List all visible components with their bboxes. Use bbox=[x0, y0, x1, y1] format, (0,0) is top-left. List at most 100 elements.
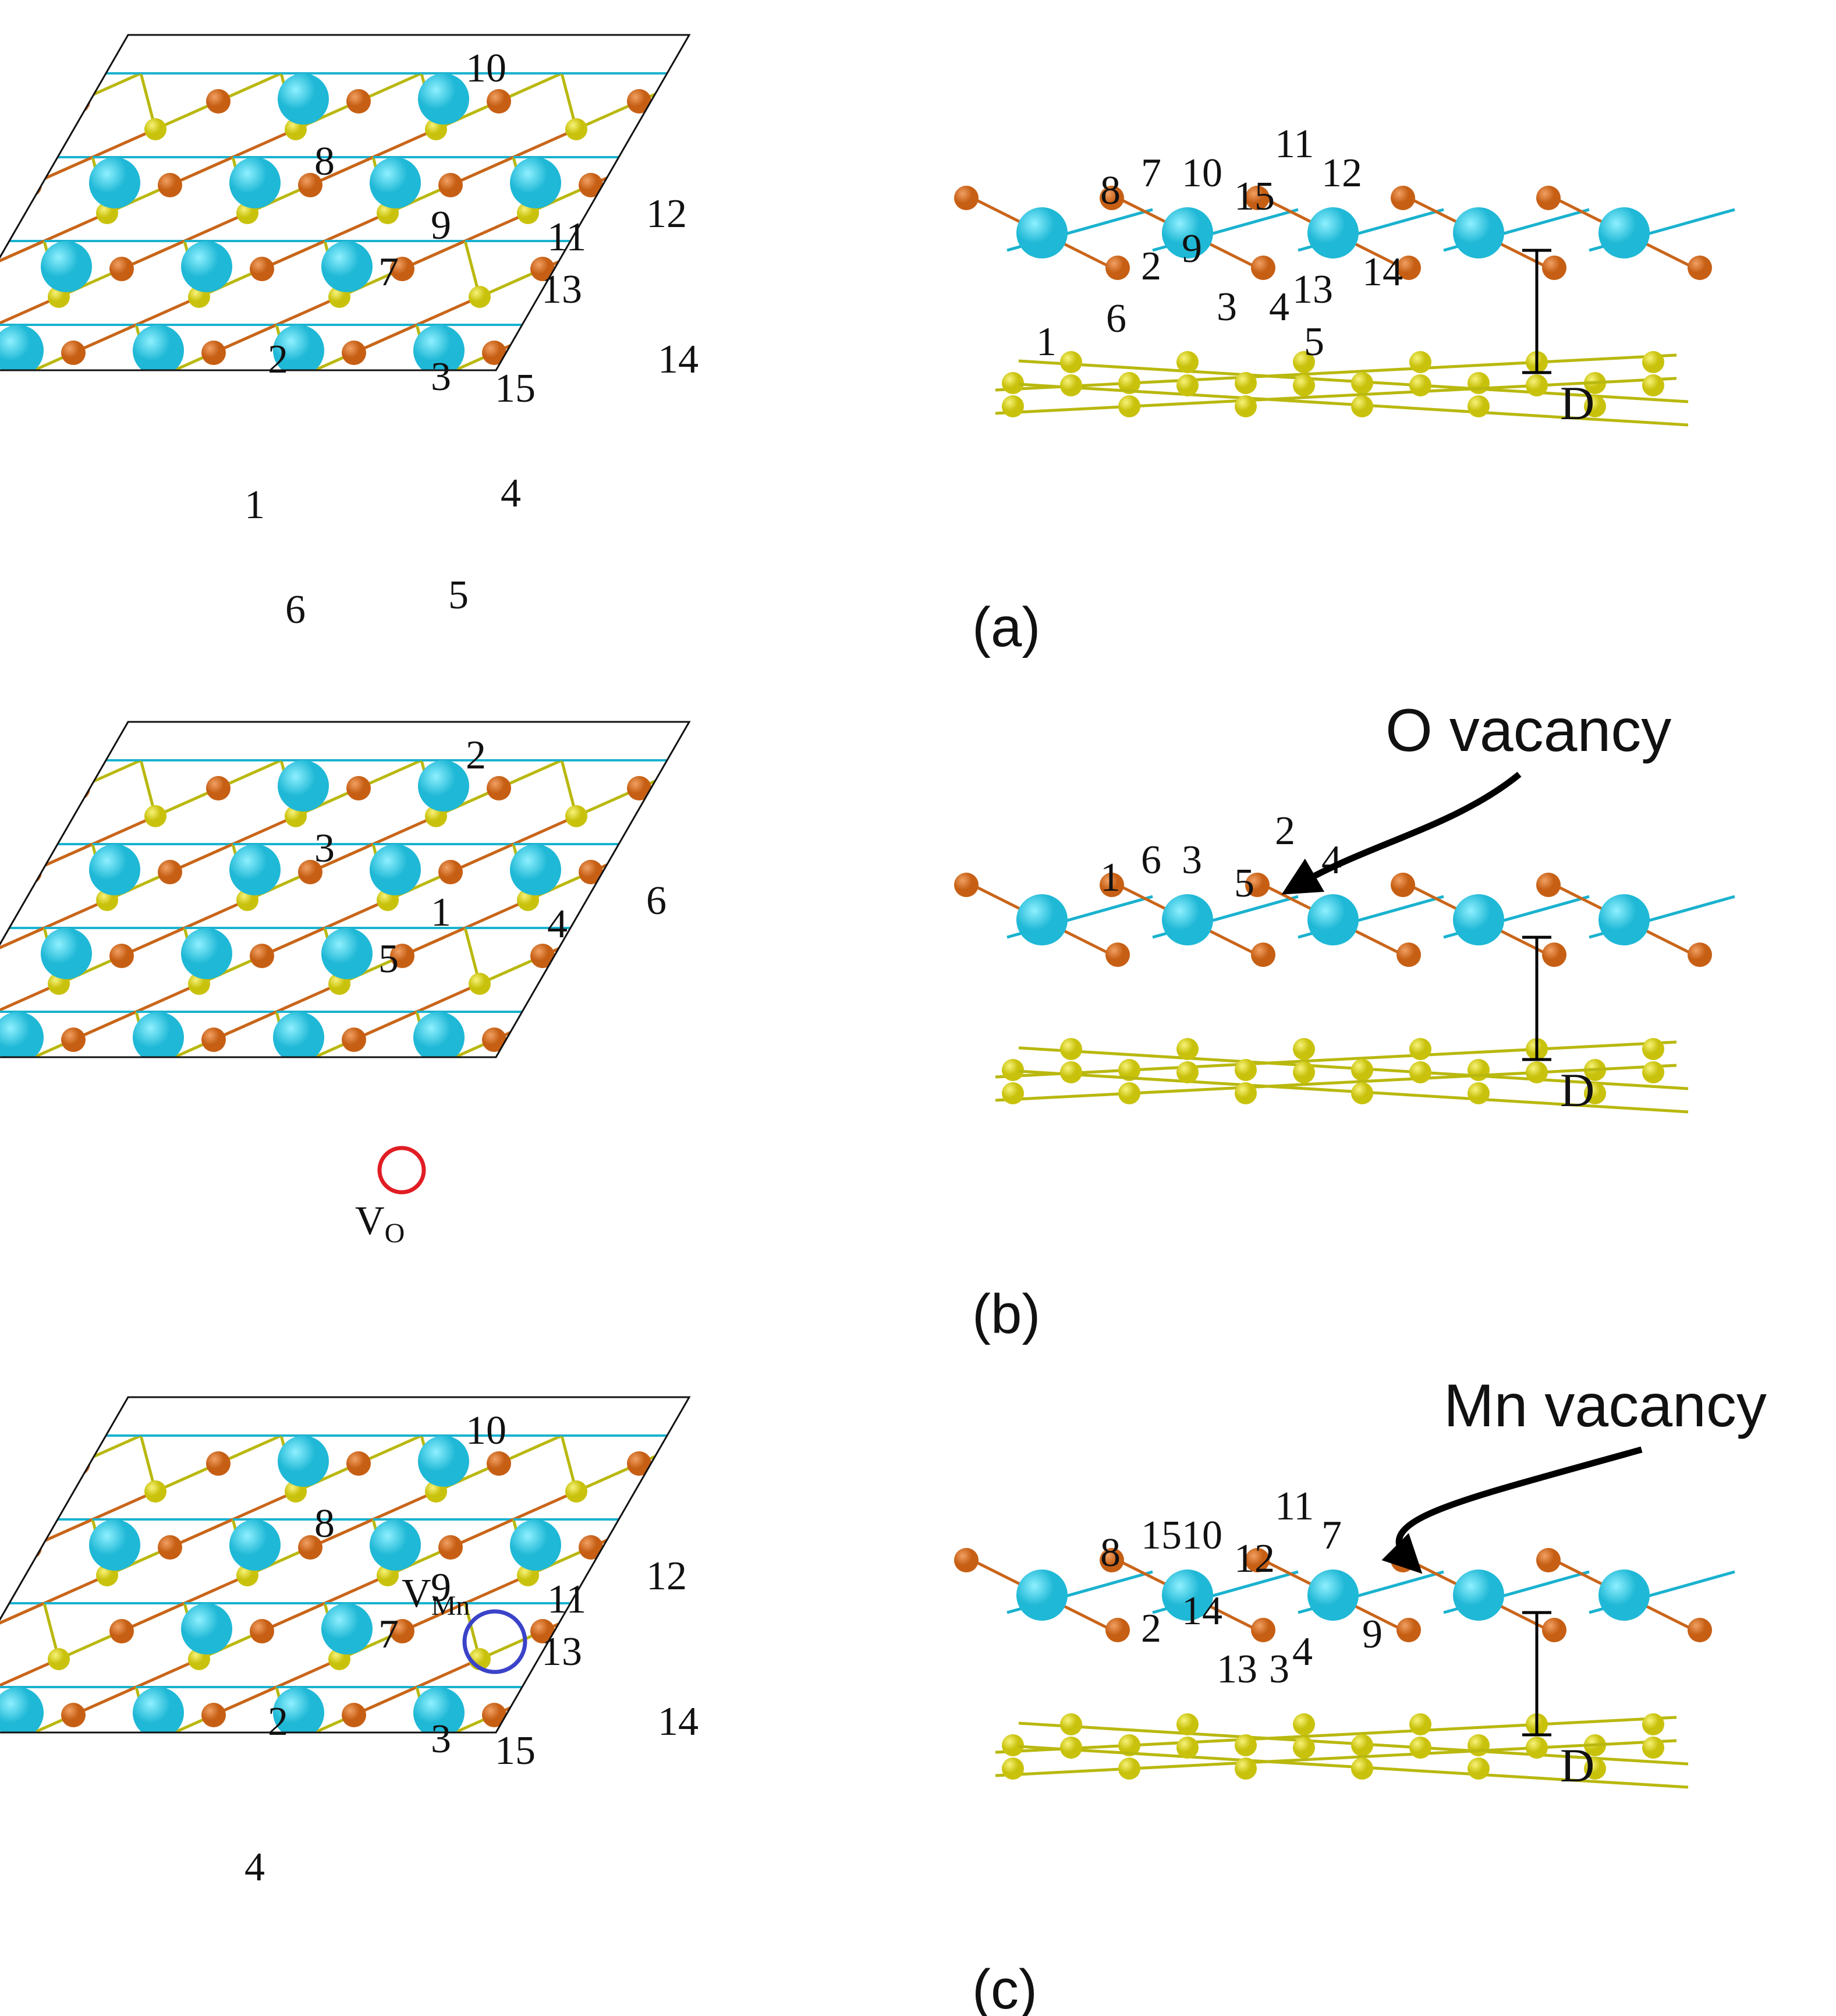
o-atom bbox=[671, 944, 689, 968]
site-label: 12 bbox=[1234, 1536, 1275, 1581]
site-label: 12 bbox=[646, 1554, 687, 1599]
panel-label: (b) bbox=[972, 1283, 1040, 1345]
lattice-bond bbox=[40, 493, 54, 548]
mn-atom bbox=[1453, 207, 1504, 258]
lattice-bond bbox=[446, 1068, 572, 1124]
substrate-atom bbox=[1468, 395, 1490, 417]
o-atom bbox=[109, 1619, 134, 1643]
mn-atom bbox=[321, 928, 373, 979]
o-atom bbox=[1536, 1548, 1561, 1572]
lattice-bond bbox=[306, 381, 431, 437]
lattice-bond bbox=[731, 129, 857, 185]
lattice-bond bbox=[427, 576, 552, 632]
o-atom bbox=[574, 1787, 598, 1811]
o-atom bbox=[903, 341, 927, 365]
mn-atom bbox=[1453, 894, 1504, 945]
o-atom bbox=[574, 424, 598, 449]
site-label: 2 bbox=[1141, 1606, 1161, 1651]
o-atom bbox=[1391, 873, 1415, 897]
o-atom bbox=[666, 1870, 690, 1895]
o-atom bbox=[908, 89, 932, 114]
lattice-bond bbox=[567, 1939, 693, 1994]
lattice-bond bbox=[301, 1319, 427, 1375]
lattice-bond bbox=[427, 1939, 552, 1994]
substrate-atom bbox=[841, 1732, 863, 1754]
site-label: 15 bbox=[495, 366, 536, 411]
mn-atom bbox=[89, 157, 140, 208]
site-label: 3 bbox=[1182, 838, 1202, 883]
substrate-atom bbox=[1409, 374, 1431, 396]
o-atom bbox=[526, 1870, 550, 1895]
o-atom bbox=[666, 508, 690, 533]
o-atom bbox=[903, 1028, 927, 1052]
lattice-bond bbox=[804, 409, 930, 465]
site-label: 9 bbox=[431, 1565, 451, 1610]
substrate-atom bbox=[416, 1308, 438, 1330]
lattice-bond bbox=[0, 1068, 10, 1124]
o-atom bbox=[622, 1028, 647, 1052]
o-atom bbox=[109, 257, 134, 281]
lattice-bond bbox=[760, 241, 886, 297]
lattice-bond bbox=[6, 1939, 132, 1994]
substrate-atom bbox=[1060, 1737, 1082, 1759]
substrate-atom bbox=[4, 805, 26, 827]
substrate-atom bbox=[696, 1983, 718, 2006]
lattice-bond bbox=[586, 1068, 712, 1124]
substrate-atom bbox=[1176, 1713, 1199, 1735]
substrate-atom bbox=[0, 1057, 22, 1079]
substrate-atom bbox=[1118, 1734, 1140, 1756]
mn-atom bbox=[413, 1012, 465, 1057]
substrate-atom bbox=[1468, 1059, 1490, 1081]
substrate-atom bbox=[135, 1983, 157, 2006]
substrate-atom bbox=[91, 453, 114, 476]
substrate-atom bbox=[1060, 374, 1082, 396]
substrate-atom bbox=[1118, 1082, 1140, 1104]
lattice-bond bbox=[693, 576, 707, 632]
o-atom bbox=[342, 1028, 366, 1052]
lattice-bond bbox=[582, 1319, 707, 1375]
substrate-atom bbox=[43, 1224, 65, 1246]
substrate-atom bbox=[1351, 1059, 1373, 1081]
lattice-bond bbox=[983, 760, 997, 816]
site-label: 4 bbox=[1292, 1629, 1313, 1674]
lattice-bond bbox=[630, 1911, 756, 1967]
lattice-bond bbox=[523, 409, 649, 465]
substrate-atom bbox=[1060, 1038, 1082, 1060]
substrate-atom bbox=[1176, 351, 1199, 373]
lattice-bond bbox=[228, 1771, 243, 1827]
lattice-bond bbox=[586, 1743, 712, 1799]
site-label: 7 bbox=[378, 250, 399, 295]
o-atom bbox=[758, 1954, 782, 1979]
o-atom bbox=[999, 173, 1024, 197]
o-atom bbox=[806, 508, 831, 533]
substrate-atom bbox=[1409, 351, 1431, 373]
site-label: 1 bbox=[1100, 855, 1121, 900]
o-atom bbox=[390, 1619, 414, 1643]
site-label: 12 bbox=[646, 192, 687, 236]
mn-atom bbox=[1598, 207, 1650, 258]
o-atom bbox=[197, 1279, 221, 1303]
o-atom bbox=[153, 424, 178, 449]
lattice-bond bbox=[857, 760, 983, 816]
substrate-atom bbox=[1584, 1082, 1606, 1104]
mn-atom bbox=[181, 1603, 232, 1654]
o-atom bbox=[250, 1619, 274, 1643]
unit-cell-outline bbox=[0, 721, 691, 1058]
substrate-atom bbox=[561, 1732, 583, 1754]
lattice-bond bbox=[664, 1096, 789, 1152]
mn-atom bbox=[273, 1012, 324, 1057]
substrate-atom bbox=[4, 118, 26, 140]
o-atom bbox=[482, 1703, 506, 1727]
substrate-layer bbox=[995, 1713, 1689, 1789]
lattice-bond bbox=[460, 1855, 475, 1911]
substrate-atom bbox=[1293, 374, 1315, 396]
lattice-bond bbox=[615, 493, 741, 548]
site-label: 14 bbox=[1362, 250, 1403, 295]
lattice-bond bbox=[54, 493, 180, 548]
mn-atom bbox=[1307, 207, 1359, 258]
o-atom bbox=[390, 944, 414, 968]
site-label: 1 bbox=[244, 483, 265, 527]
lattice-bond bbox=[398, 1827, 523, 1883]
lattice-bond bbox=[194, 1179, 320, 1235]
lattice-bond bbox=[117, 1152, 243, 1207]
